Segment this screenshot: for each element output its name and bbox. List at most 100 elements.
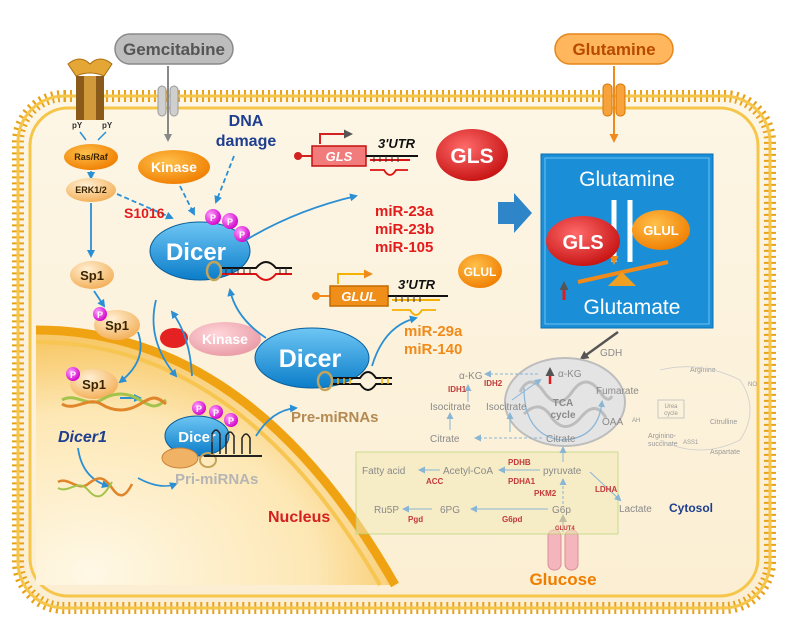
glutamine-label: Glutamine	[572, 40, 655, 59]
idh2-label: IDH2	[484, 379, 503, 388]
ru5p-label: Ru5P	[374, 505, 399, 516]
sp1-phosphorylated: Sp1 P	[93, 307, 140, 340]
acc-label: ACC	[426, 477, 444, 486]
dicer-to-glul-mirs-arrow	[371, 315, 418, 367]
arginine-label: Arginine	[690, 367, 716, 374]
kinase-label-upper: Kinase	[151, 159, 197, 175]
isocitrate-left: Isocitrate	[430, 402, 471, 413]
phospho-label: P	[213, 408, 219, 418]
erk-to-dicer-arrow	[116, 193, 174, 220]
py-label-left: pY	[72, 121, 83, 130]
dna-damage-label-1: DNA	[229, 113, 264, 130]
kinase-upper: Kinase	[138, 150, 210, 184]
sp1-cytoplasm: Sp1	[70, 261, 114, 289]
kinase-lower: Kinase	[189, 322, 261, 356]
dicer-label-nuclear: Dicer	[178, 429, 216, 446]
cell-membrane	[12, 90, 776, 614]
pyruvate-label: pyruvate	[543, 466, 582, 477]
isocitrate-right: Isocitrate	[486, 402, 527, 413]
ass1-label: ASS1	[683, 440, 699, 446]
pgd-label: Pgd	[408, 515, 423, 524]
fatty-acid-label: Fatty acid	[362, 466, 405, 477]
glul-gene: GLUL	[312, 269, 448, 316]
panel-glutamate-label: Glutamate	[584, 296, 681, 319]
pdha1-label: PDHA1	[508, 477, 536, 486]
acetyl-coa-label: Acetyl-CoA	[443, 466, 493, 477]
sp1-nuclear: Sp1 P	[66, 367, 118, 399]
tca-label-2: cycle	[550, 410, 575, 421]
kinase-to-dicer-arrow	[179, 185, 195, 216]
phospho-badge	[234, 226, 250, 242]
g6p-label: G6p	[552, 505, 571, 516]
sp1-label-2: Sp1	[105, 318, 129, 333]
glucose-label: Glucose	[529, 570, 596, 589]
s1016-label: S1016	[124, 205, 165, 221]
phospho-label: P	[228, 416, 234, 426]
glul-protein-cytosol: GLUL	[458, 254, 502, 288]
urea-label-2: cycle	[664, 411, 678, 417]
nuclear-pore-red	[160, 328, 188, 348]
phospho-badge	[222, 213, 238, 229]
dicer-import-arrow	[152, 299, 178, 378]
py-link-right	[97, 131, 107, 141]
urea-cycle-box	[657, 399, 685, 419]
glul-gene-label: GLUL	[341, 289, 376, 304]
gls-panel-label: GLS	[562, 232, 603, 254]
urea-label-1: Urea	[664, 404, 678, 410]
balance-fulcrum	[608, 272, 636, 286]
lactate-label: Lactate	[619, 504, 652, 515]
tca-label-1: TCA	[553, 398, 574, 409]
dicer1-mrna-strand	[57, 481, 113, 498]
translation-arrow	[137, 477, 178, 490]
mir-140-label: miR-140	[404, 341, 462, 358]
phospho-label: P	[70, 370, 76, 380]
argsucc-label-2: succinate	[648, 441, 678, 448]
phospho-badge	[205, 209, 221, 225]
pkm2-label: PKM2	[534, 489, 557, 498]
gls-panel-node: GLS	[546, 216, 620, 266]
balance-beam	[577, 260, 669, 284]
mir-29a-label: miR-29a	[404, 323, 463, 340]
mir-23a-label: miR-23a	[375, 203, 434, 220]
panel-glutamine-label: Glutamine	[579, 168, 675, 191]
aspartate-label: Aspartate	[710, 449, 740, 456]
phospho-label: P	[239, 230, 245, 240]
dicer1-mrna	[57, 477, 134, 497]
dicer-to-mirs-arrow	[245, 193, 358, 241]
6pg-label: 6PG	[440, 505, 460, 516]
pri-to-pre-arrow	[255, 404, 298, 437]
ah-label: AH	[632, 418, 640, 424]
citrulline-label: Citrulline	[710, 419, 737, 426]
dna-damage-label-2: damage	[216, 133, 277, 150]
phospho-badge	[192, 401, 206, 415]
receptor-tyrosine-kinase	[67, 58, 113, 120]
dicer-label-middle: Dicer	[279, 345, 342, 373]
fumarate-label: Fumarate	[596, 386, 639, 397]
phospho-badge	[209, 405, 223, 419]
citrate-right: Citrate	[546, 434, 576, 445]
kinase-label-lower: Kinase	[202, 331, 248, 347]
sp1-import-arrow	[118, 331, 142, 384]
akg-right: α-KG	[558, 369, 582, 380]
pdhb-label: PDHB	[508, 458, 531, 467]
mir-105-label: miR-105	[375, 239, 433, 256]
mir-23b-label: miR-23b	[375, 221, 434, 238]
oaa-label: OAA	[602, 417, 623, 428]
metabolism-region: TCA cycle α-KG α-KG IDH1 IDH2 Isocitrate…	[355, 357, 757, 535]
phospho-label: P	[210, 213, 216, 223]
py-link-left	[79, 131, 87, 141]
ras-raf-node: Ras/Raf	[64, 144, 118, 170]
sp1-label-1: Sp1	[80, 268, 104, 283]
glucose-transporter	[547, 529, 579, 571]
gls-protein: GLS	[436, 129, 508, 181]
ldha-label: LDHA	[595, 485, 617, 494]
glycolysis-highlight	[356, 452, 618, 534]
g6pd-label: G6pd	[502, 515, 523, 524]
citrate-left: Citrate	[430, 434, 460, 445]
gdh-label: GDH	[600, 348, 622, 359]
ras-raf-label: Ras/Raf	[74, 152, 109, 162]
phospho-badge	[66, 367, 80, 381]
idh1-label: IDH1	[448, 385, 467, 394]
dicer-activation-arrow	[227, 288, 267, 339]
